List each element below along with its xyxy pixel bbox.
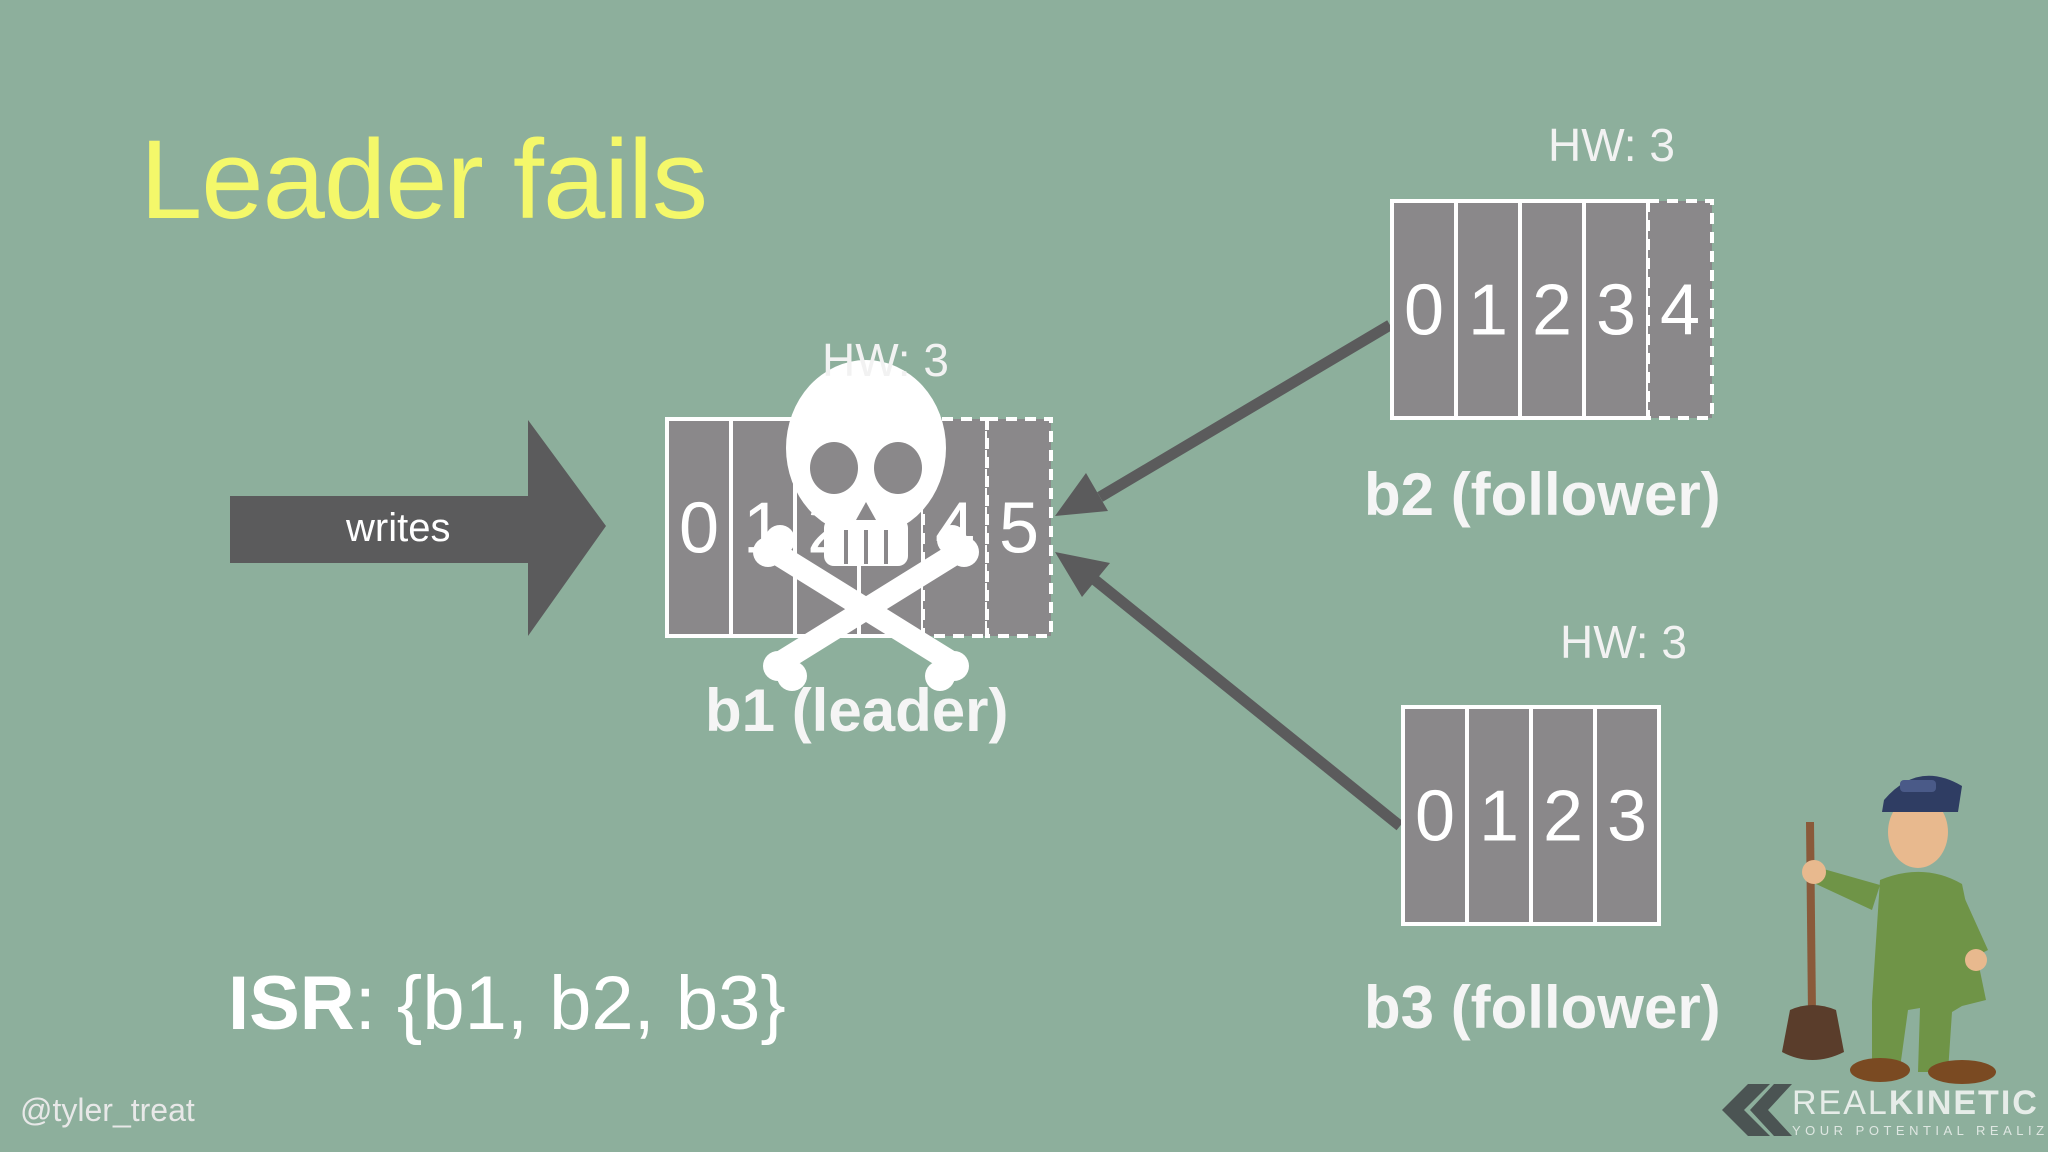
brand-name-light: REAL <box>1792 1084 1889 1122</box>
b2-log-offset-0: 0 <box>1404 271 1444 351</box>
b1-leader-label: b1 (leader) <box>705 677 1009 744</box>
slide-title: Leader fails <box>140 117 708 242</box>
brand-wordmark: REALKINETIC YOUR POTENTIAL REALIZED <box>1792 1086 2048 1138</box>
replication-arrows <box>1055 320 1404 831</box>
b3-log-offset-2: 2 <box>1543 777 1583 857</box>
brand-name-bold: KINETIC <box>1888 1084 2039 1122</box>
b3-follower-label: b3 (follower) <box>1364 974 1721 1041</box>
b2-follower-label: b2 (follower) <box>1364 461 1721 528</box>
skull-crossbones-icon <box>753 360 979 691</box>
isr-set: ISR: {b1, b2, b3} <box>228 960 786 1047</box>
b2-log-cell-4 <box>1646 199 1714 420</box>
b3-log-cell-3 <box>1593 705 1661 926</box>
realkinetic-logo-icon <box>1722 1084 1792 1136</box>
b1-log-offset-5: 5 <box>999 489 1039 569</box>
b3-high-watermark: HW: 3 <box>1560 616 1687 668</box>
b1-log-cell-0 <box>665 417 733 638</box>
b2-log-offset-2: 2 <box>1532 271 1572 351</box>
b2-log-cell-2 <box>1518 199 1586 420</box>
b2-log-offset-3: 3 <box>1596 271 1636 351</box>
b3-log-cell-0 <box>1401 705 1469 926</box>
b1-log-offset-0: 0 <box>679 489 719 569</box>
b2-high-watermark: HW: 3 <box>1548 119 1675 171</box>
b3-fetch-arrow-shaft <box>1091 575 1404 831</box>
b2-log-cell-1 <box>1454 199 1522 420</box>
b2-fetch-arrow-head <box>1055 473 1108 516</box>
b1-log-cell-5 <box>985 417 1053 638</box>
b3-fetch-arrow-head <box>1055 552 1110 597</box>
b3-log-offset-1: 1 <box>1479 777 1519 857</box>
isr-members: : {b1, b2, b3} <box>354 961 786 1046</box>
brand-tagline: YOUR POTENTIAL REALIZED <box>1792 1123 2048 1138</box>
author-handle: @tyler_treat <box>20 1092 195 1128</box>
writes-arrow <box>230 420 606 636</box>
writes-label: writes <box>346 506 451 550</box>
b2-log-offset-4: 4 <box>1660 271 1700 351</box>
zookeeper-mascot <box>1782 775 1996 1084</box>
isr-prefix: ISR <box>228 961 355 1046</box>
b3-log-cell-1 <box>1465 705 1533 926</box>
b1-high-watermark: HW: 3 <box>822 334 949 386</box>
b2-log-offset-1: 1 <box>1468 271 1508 351</box>
b3-log-offset-0: 0 <box>1415 777 1455 857</box>
b3-log-cell-2 <box>1529 705 1597 926</box>
b2-fetch-arrow-shaft <box>1097 320 1393 502</box>
b3-log-offset-3: 3 <box>1607 777 1647 857</box>
